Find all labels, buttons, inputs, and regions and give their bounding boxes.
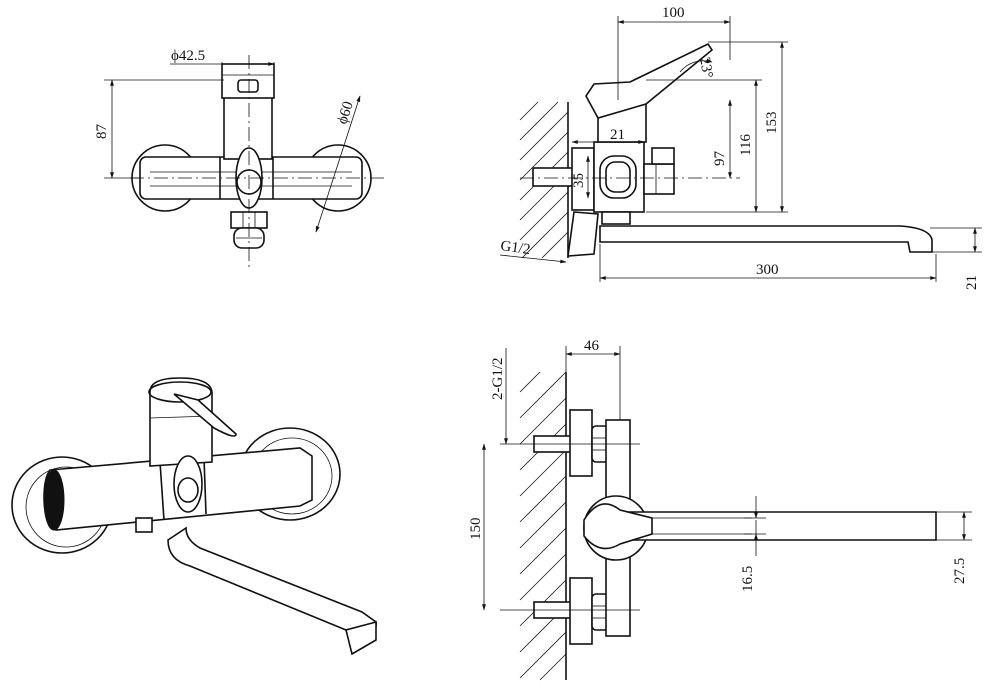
dim-spout-16-5: 16.5 [740,566,756,592]
side-handle [585,42,714,119]
dim-height-153: 153 [764,112,780,135]
dim-thread: G1/2 [499,238,531,258]
dim-inlet-35: 35 [571,173,587,188]
front-view: ϕ42.5 87 ϕ60 [94,48,385,268]
side-view: 100 23° 97 116 153 21 35 G1/2 300 21 [499,5,982,290]
dim-depth-46: 46 [584,338,600,354]
dim-height-116: 116 [738,134,754,156]
side-spout [599,225,933,253]
dim-spout-21: 21 [964,275,980,290]
top-spout [621,511,937,541]
isometric-view [11,377,377,656]
dim-spout-300: 300 [756,262,779,278]
dim-body-diameter: ϕ42.5 [171,48,205,64]
dim-offset-21: 21 [610,127,625,143]
dim-thread-2: 2-G1/2 [490,358,506,401]
dim-height-87: 87 [94,124,110,140]
iso-handle [173,393,237,437]
dim-centers-150: 150 [468,518,484,541]
top-view: 46 2-G1/2 150 16.5 27.5 [468,338,972,681]
iso-spout [167,526,377,635]
dim-spout-27-5: 27.5 [952,558,968,584]
dim-angle: 23° [696,56,715,79]
dim-reach-100: 100 [662,5,685,21]
dim-height-97: 97 [712,151,728,167]
dim-flange-diameter: ϕ60 [335,100,357,127]
